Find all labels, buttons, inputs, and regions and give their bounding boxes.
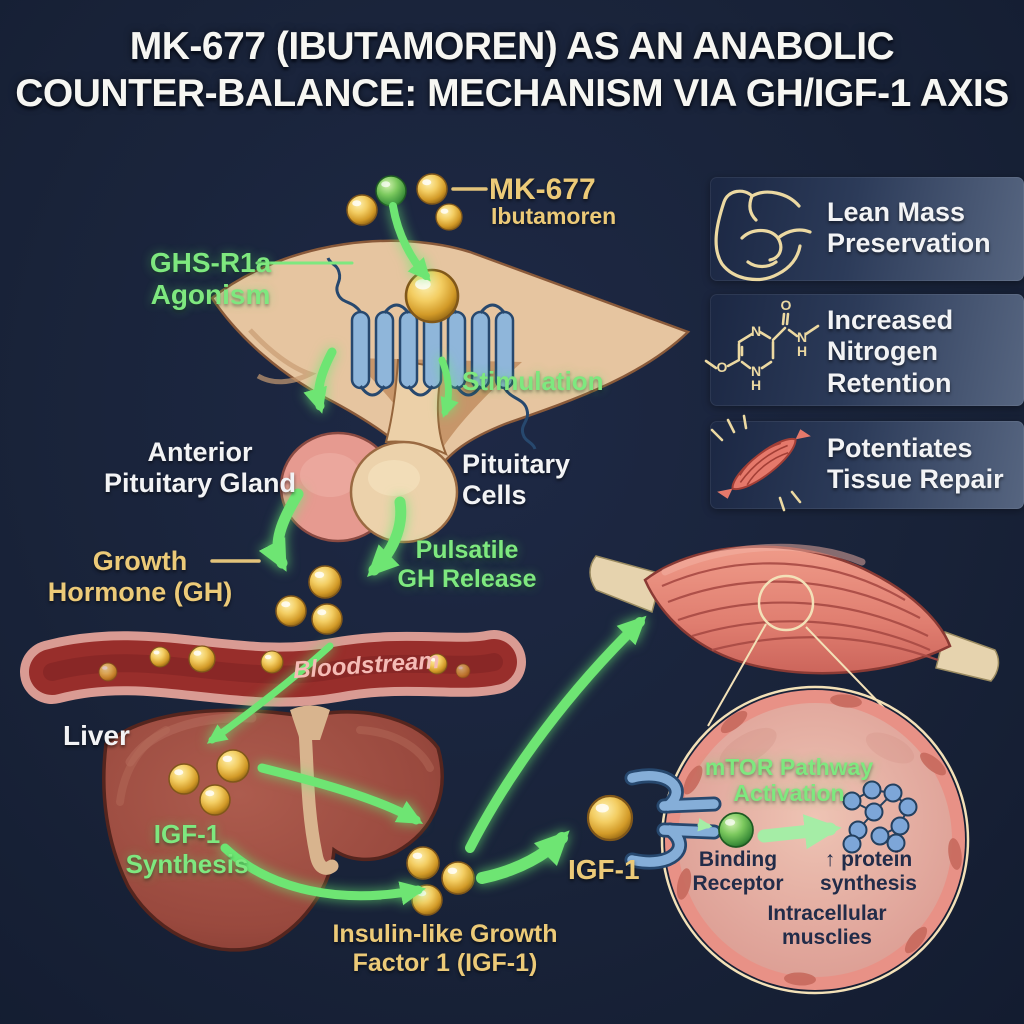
bloodstream-vessel	[20, 630, 526, 707]
benefit-label-nitrogen: Increased Nitrogen Retention	[827, 305, 954, 398]
benefit-label-lean-mass: Lean Mass Preservation	[827, 197, 991, 259]
benefit-panel-nitrogen	[710, 294, 1024, 406]
binding-receptor-sphere	[718, 812, 754, 848]
title-line1: MK-677 (IBUTAMOREN) AS AN ANABOLIC	[129, 25, 895, 68]
pointer-lines	[210, 187, 488, 563]
molecule-icon: N N H O O N H	[704, 297, 820, 393]
growth-hormone-label: Growth Hormone (GH)	[47, 546, 233, 607]
anterior-pituitary-label: Anterior Pituitary Gland	[103, 437, 297, 498]
atom-label: O	[781, 297, 792, 313]
cell-organelles	[676, 694, 962, 986]
page-title: MK-677 (IBUTAMOREN) AS AN ANABOLIC COUNT…	[0, 24, 1024, 118]
igf1-full-label: Insulin-like Growth Factor 1 (IGF-1)	[332, 920, 558, 977]
pulsatile-release-label: Pulsatile GH Release	[397, 536, 537, 593]
liver-illustration	[102, 705, 444, 952]
muscle-illustration	[589, 543, 1000, 727]
igf1-sphere-cluster	[406, 846, 475, 916]
ghsr1a-receptor-icon	[326, 257, 537, 450]
mk677-label: MK-677	[489, 173, 596, 206]
zoom-callout	[707, 574, 887, 727]
igf1-synthesis-label: IGF-1 Synthesis	[125, 819, 249, 879]
pituitary-cells-label: Pituitary Cells	[462, 449, 571, 510]
mtor-arrows	[697, 814, 842, 850]
ghsr1a-label: GHS-R1a Agonism	[149, 247, 272, 310]
atom-label: H	[797, 343, 807, 359]
benefit-label-tissue-repair: Potentiates Tissue Repair	[827, 433, 1004, 495]
mtor-label: mTOR Pathway Activation	[704, 754, 874, 807]
protein-cluster-icon	[842, 780, 918, 854]
atom-label: N	[797, 329, 807, 345]
atom-label: H	[751, 377, 761, 393]
muscle-icon	[710, 414, 811, 512]
atom-label: N	[751, 323, 761, 339]
atom-label: O	[717, 359, 728, 375]
stimulation-label: Stimulation	[462, 366, 604, 396]
binding-receptor-label: Binding Receptor	[692, 848, 784, 895]
igf1-receptor-icon	[586, 768, 722, 870]
mk677-ligand-spheres	[346, 173, 463, 231]
mk677-sublabel: Ibutamoren	[491, 203, 617, 229]
gh-sphere-cluster	[275, 565, 343, 635]
protein-synthesis-label: ↑ protein synthesis	[820, 848, 917, 895]
liver-label: Liver	[63, 720, 130, 751]
intracellular-label: Intracellular musclies	[767, 902, 887, 949]
title-line2: COUNTER-BALANCE: MECHANISM VIA GH/IGF-1 …	[15, 71, 1009, 115]
igf1-short-label: IGF-1	[568, 854, 640, 885]
bicep-icon	[714, 189, 812, 282]
pathway-arrows	[206, 202, 647, 906]
atom-label: N	[751, 363, 761, 379]
